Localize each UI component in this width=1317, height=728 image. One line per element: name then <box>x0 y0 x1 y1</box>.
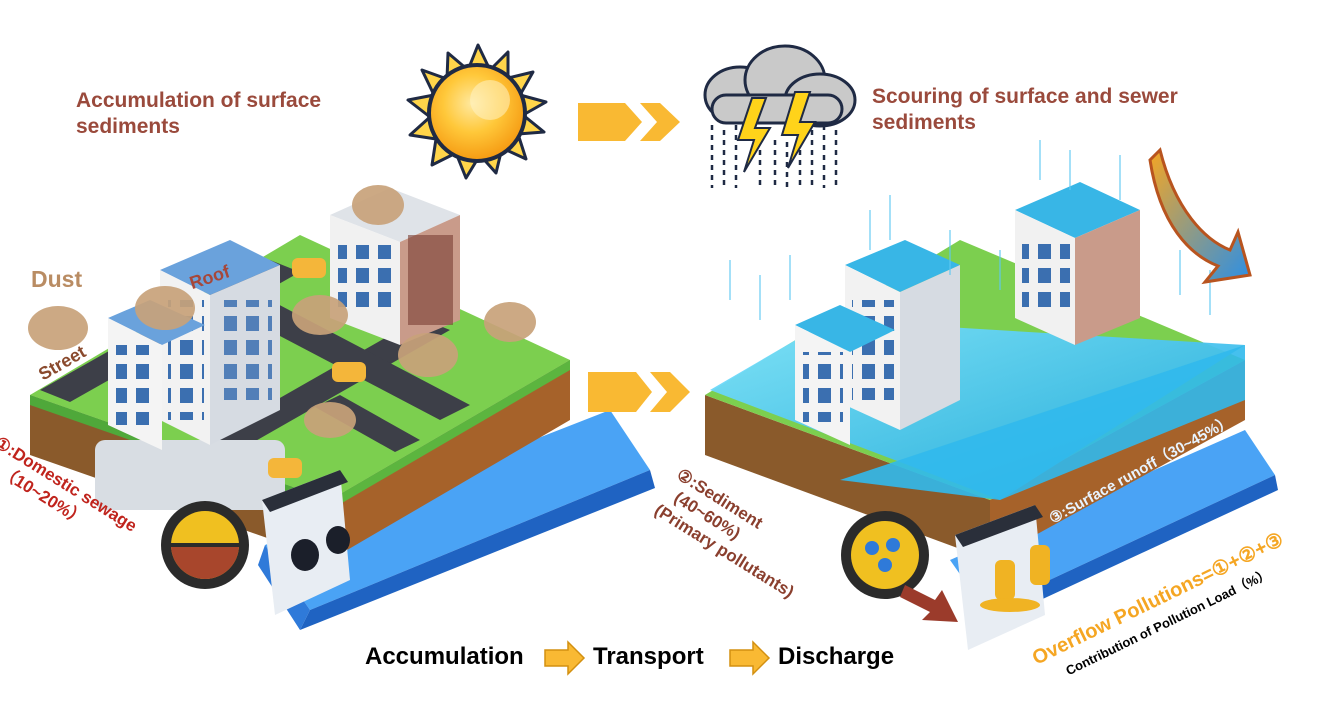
left-city-scene <box>28 185 655 630</box>
left-sewer-pipe <box>95 440 285 510</box>
flow-accumulation: Accumulation <box>365 643 524 671</box>
storm-cloud-icon <box>705 46 855 188</box>
sun-icon <box>408 45 546 178</box>
discharge-arrow-icon <box>900 585 958 622</box>
double-chevron-arrow-icon <box>578 103 690 412</box>
heading-accumulation-line1: Accumulation of surface <box>76 88 321 114</box>
flow-discharge: Discharge <box>778 643 894 671</box>
heading-scouring-line1: Scouring of surface and sewer <box>872 84 1178 110</box>
left-gate-valve-icon <box>161 501 249 589</box>
flow-transport: Transport <box>593 643 704 671</box>
heading-scouring: Scouring of surface and sewer sediments <box>872 84 1178 136</box>
dust-label: Dust <box>31 266 82 293</box>
heading-scouring-line2: sediments <box>872 110 1178 136</box>
right-building-c <box>1015 182 1140 345</box>
curved-arrow-icon <box>1150 150 1250 282</box>
right-gate-valve-icon <box>841 511 929 599</box>
heading-accumulation-line2: sediments <box>76 114 321 140</box>
heading-accumulation: Accumulation of surface sediments <box>76 88 321 140</box>
